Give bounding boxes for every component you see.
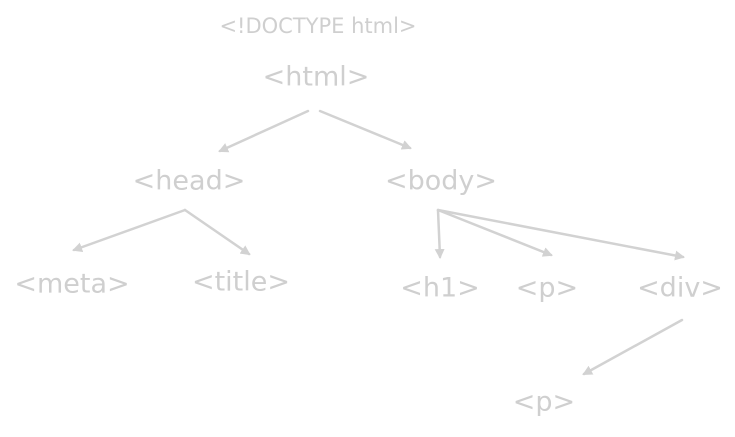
node-meta: <meta> (14, 269, 129, 300)
edge-body-p (436, 208, 553, 257)
node-h1: <h1> (400, 273, 480, 304)
node-head: <head> (133, 166, 246, 197)
edge-body-div (436, 208, 685, 261)
node-div: <div> (637, 273, 723, 304)
edge-head-meta (72, 208, 187, 252)
nodes: <!DOCTYPE html> <html> <head> <body> <me… (14, 14, 723, 418)
edge-body-h1 (434, 208, 445, 259)
node-p: <p> (516, 273, 578, 304)
doctype-label: <!DOCTYPE html> (219, 14, 416, 38)
edge-head-title (183, 208, 251, 256)
edge-html-head (218, 109, 310, 153)
edge-div-p (582, 318, 684, 376)
edge-html-body (318, 109, 412, 150)
node-html: <html> (263, 62, 370, 93)
edges (72, 109, 685, 376)
node-title: <title> (192, 267, 290, 298)
node-div-p: <p> (513, 387, 575, 418)
node-body: <body> (385, 166, 497, 197)
